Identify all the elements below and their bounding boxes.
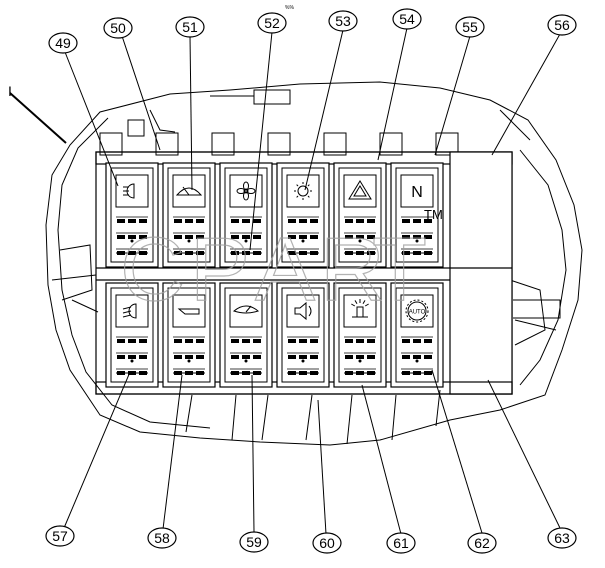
svg-text:AUTO: AUTO bbox=[409, 310, 426, 316]
rocker-switch-55[interactable]: N bbox=[390, 162, 444, 268]
callout-number: 57 bbox=[52, 528, 68, 544]
indicator-row bbox=[344, 336, 376, 343]
rocker-switch-51[interactable] bbox=[162, 162, 216, 268]
watermark-letter-r: R bbox=[320, 220, 385, 320]
neutral-icon: N bbox=[411, 184, 423, 201]
indicator-row bbox=[401, 352, 433, 359]
indicator-row bbox=[230, 216, 262, 223]
callout-60: 60 bbox=[312, 532, 342, 554]
sun-icon bbox=[294, 182, 312, 200]
indicator-row bbox=[230, 232, 262, 239]
window-icon bbox=[177, 308, 200, 315]
rocker-switch-57[interactable] bbox=[105, 282, 159, 388]
watermark-letter-c: C bbox=[120, 220, 185, 320]
leader-lines bbox=[9, 27, 561, 535]
indicator-row bbox=[344, 352, 376, 359]
callout-56: 56 bbox=[547, 14, 577, 36]
watermark: C P A R T bbox=[119, 219, 427, 320]
callout-54: 54 bbox=[392, 8, 422, 30]
indicator-row bbox=[116, 352, 148, 359]
callout-number: 54 bbox=[399, 11, 415, 27]
switch-block bbox=[95, 151, 513, 395]
indicator-row bbox=[173, 232, 205, 239]
callout-number: 59 bbox=[246, 534, 262, 550]
callout-number: 56 bbox=[554, 17, 570, 33]
watermark-letter-p: P bbox=[190, 220, 250, 320]
indicator-row bbox=[173, 336, 205, 343]
callout-number: 50 bbox=[110, 20, 126, 36]
callout-63: 63 bbox=[547, 527, 577, 549]
headlight-icon bbox=[123, 183, 135, 199]
rocker-switch-60[interactable] bbox=[276, 282, 330, 388]
fan-icon bbox=[236, 181, 256, 201]
horn-icon bbox=[294, 301, 312, 321]
callout-labels: 49 50 51 52 53 54 55 56 57 58 59 60 61 62 63 I bbox=[8, 8, 577, 554]
top-switch-row: N bbox=[105, 162, 444, 268]
callout-i-label: I bbox=[8, 83, 12, 99]
callout-number: 62 bbox=[474, 535, 490, 551]
hazard-triangle-icon bbox=[348, 180, 372, 200]
callout-number: 58 bbox=[154, 530, 170, 546]
indicator-row bbox=[230, 352, 262, 359]
rocker-switch-58[interactable] bbox=[162, 282, 216, 388]
callout-number: 52 bbox=[264, 15, 280, 31]
indicator-row bbox=[116, 336, 148, 343]
callout-number: 53 bbox=[335, 13, 351, 29]
indicator-row bbox=[344, 232, 376, 239]
indicator-row bbox=[287, 352, 319, 359]
callout-51: 51 bbox=[175, 16, 205, 38]
callout-number: 49 bbox=[55, 35, 71, 51]
watermark-letter-t: T bbox=[372, 220, 427, 320]
indicator-row bbox=[344, 216, 376, 223]
callout-58: 58 bbox=[147, 527, 177, 549]
rocker-switch-61[interactable] bbox=[333, 282, 387, 388]
indicator-row bbox=[287, 336, 319, 343]
indicator-row bbox=[401, 336, 433, 343]
bottom-switch-row: AUTO bbox=[105, 282, 444, 388]
callout-53: 53 bbox=[328, 10, 358, 32]
indicator-row bbox=[401, 232, 433, 239]
rocker-switch-50[interactable] bbox=[105, 162, 159, 268]
indicator-row bbox=[116, 232, 148, 239]
svg-text:N: N bbox=[411, 184, 423, 201]
callout-57: 57 bbox=[45, 525, 75, 547]
rocker-switch-52[interactable] bbox=[219, 162, 273, 268]
wiper-icon bbox=[175, 186, 203, 196]
indicator-row bbox=[287, 216, 319, 223]
connector-tabs bbox=[99, 119, 459, 156]
rocker-switch-54[interactable] bbox=[333, 162, 387, 268]
callout-number: 51 bbox=[182, 19, 198, 35]
rear-wiper-icon bbox=[232, 305, 260, 314]
callout-number: 61 bbox=[393, 535, 409, 551]
callout-number: 55 bbox=[462, 19, 478, 35]
trademark-text: TM bbox=[424, 207, 443, 222]
indicator-row bbox=[230, 336, 262, 343]
top-small-text: %% bbox=[285, 5, 294, 11]
rocker-switch-59[interactable] bbox=[219, 282, 273, 388]
callout-number: 60 bbox=[319, 535, 335, 551]
indicator-row bbox=[173, 352, 205, 359]
callout-62: 62 bbox=[467, 532, 497, 554]
rocker-switch-53[interactable] bbox=[276, 162, 330, 268]
indicator-row bbox=[116, 216, 148, 223]
callout-59: 59 bbox=[239, 531, 269, 553]
auto-mode-icon: AUTO bbox=[405, 299, 429, 323]
callout-50: 50 bbox=[103, 17, 133, 39]
beacon-icon bbox=[351, 299, 369, 318]
indicator-row bbox=[287, 232, 319, 239]
indicator-row bbox=[173, 216, 205, 223]
callout-61: 61 bbox=[386, 532, 416, 554]
callout-number: 63 bbox=[554, 530, 570, 546]
rocker-switch-62[interactable]: AUTO bbox=[390, 282, 444, 388]
callout-49: 49 bbox=[48, 32, 78, 54]
housing-outline bbox=[45, 81, 583, 446]
indicator-row bbox=[401, 216, 433, 223]
low-beam-icon bbox=[122, 303, 137, 319]
callout-55: 55 bbox=[455, 16, 485, 38]
watermark-letter-a: A bbox=[255, 220, 315, 320]
callout-52: 52 bbox=[257, 12, 287, 34]
